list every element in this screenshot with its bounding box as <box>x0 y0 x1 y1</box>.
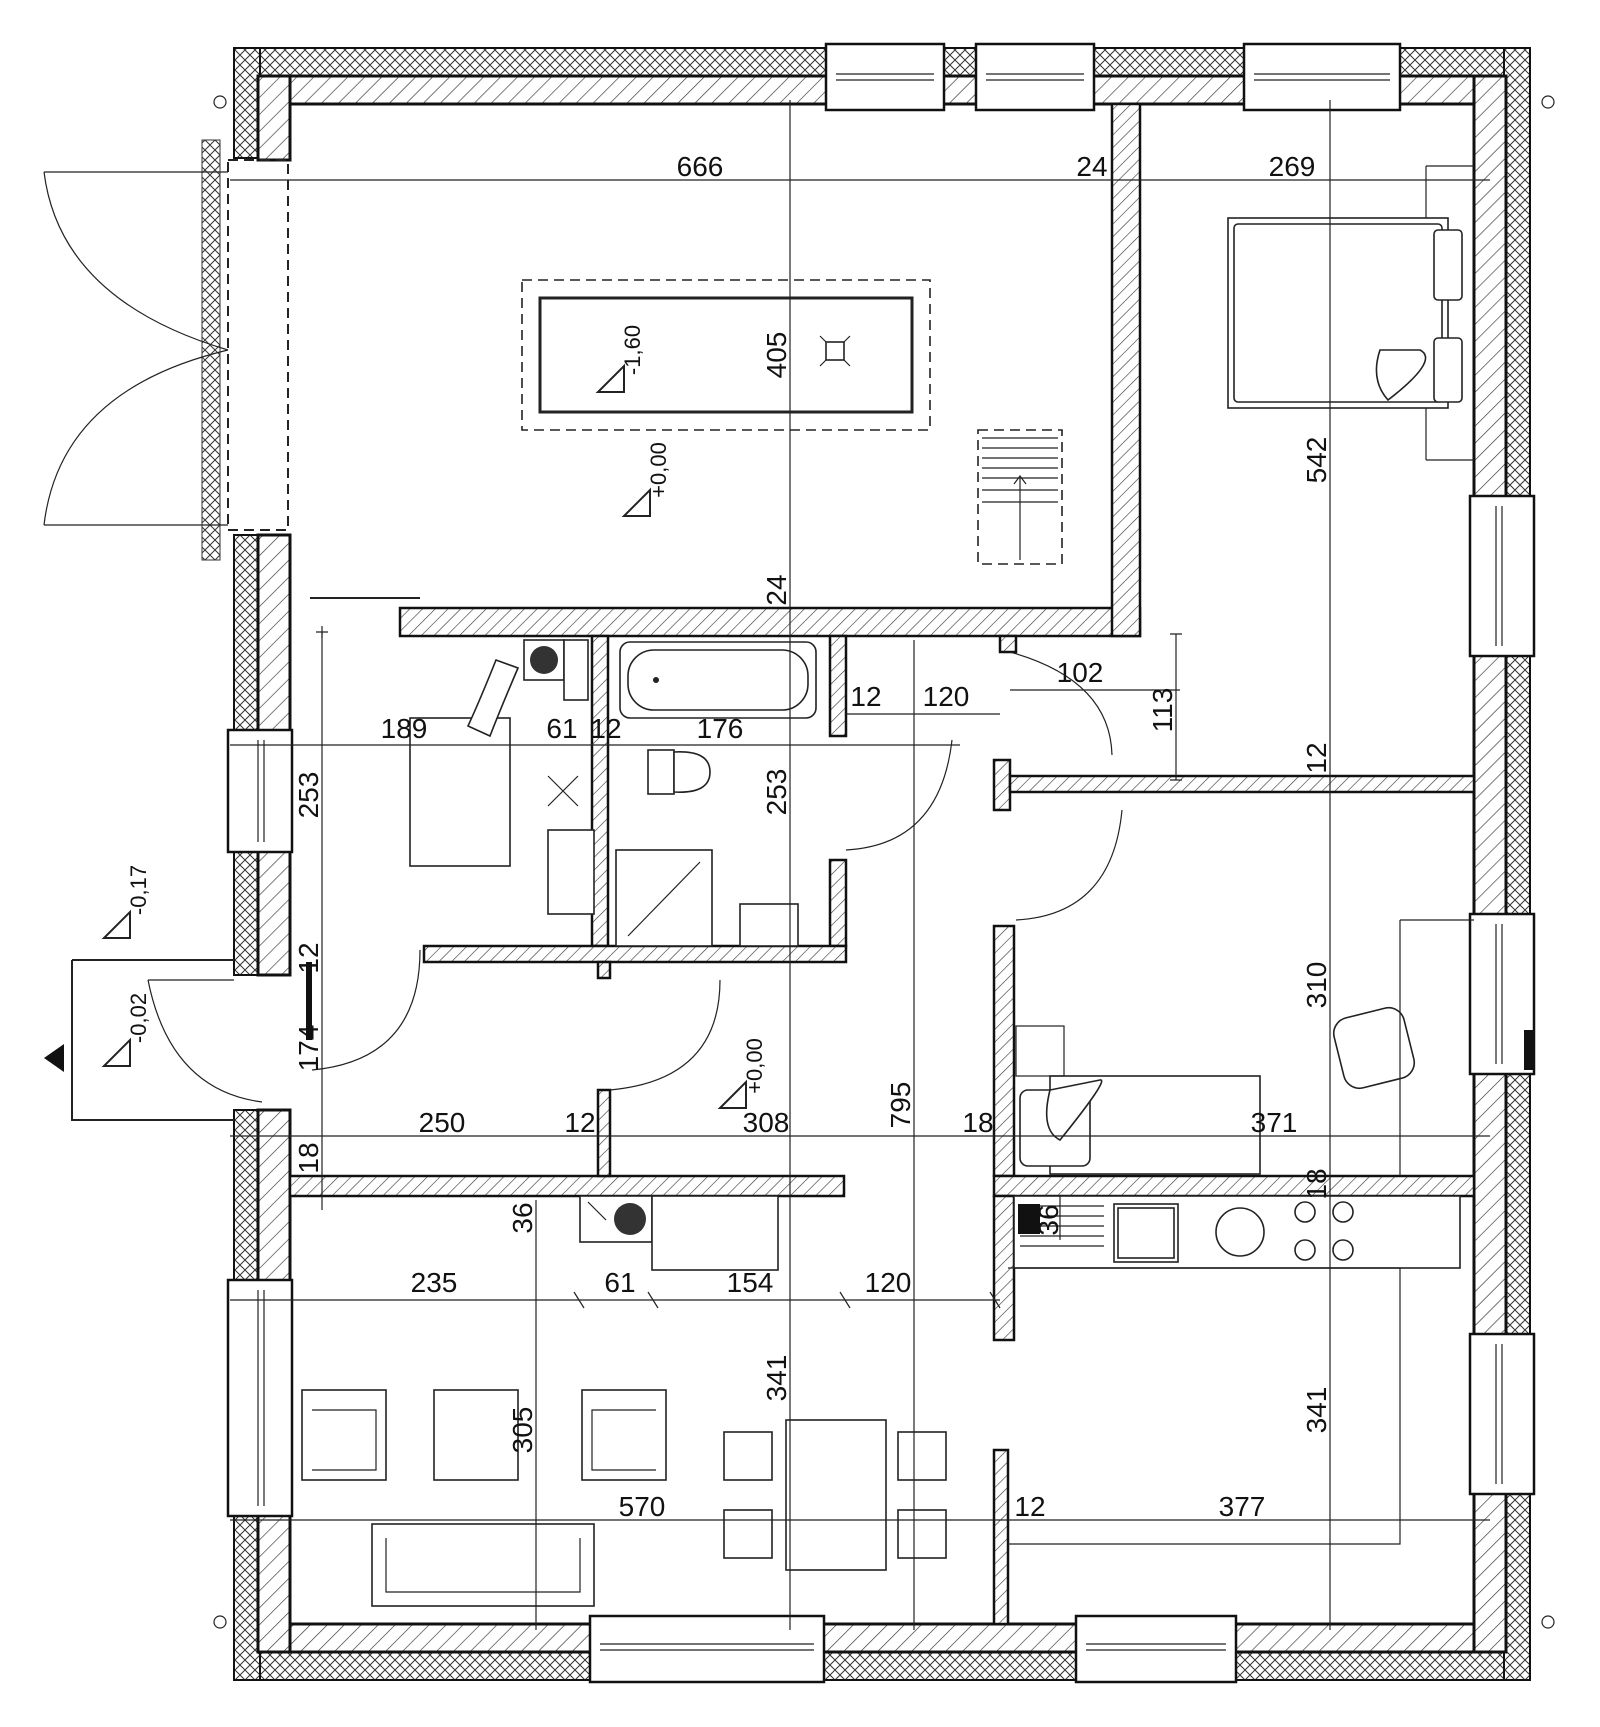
doors <box>44 597 1123 1103</box>
interior-walls <box>71 102 1476 1626</box>
level-marker-terrace: -0,17 <box>101 865 151 939</box>
level-marker-garage: +0,00 <box>621 442 671 517</box>
dim-36-living: 36 <box>507 1202 538 1233</box>
level-marker-hall: +0,00 <box>717 1038 767 1109</box>
level-marker-entry: -0,02 <box>101 993 151 1067</box>
garage-pit <box>521 279 1063 565</box>
level-markers: -1,60 +0,00 +0,00 -0,17 -0,02 <box>101 325 767 1109</box>
dim-253-utility: 253 <box>293 772 324 819</box>
dim-102: 102 <box>1057 657 1104 688</box>
dim-18-living: 18 <box>293 1142 324 1173</box>
dim-113: 113 <box>1147 688 1178 733</box>
dim-570: 570 <box>619 1491 666 1522</box>
dim-305: 305 <box>507 1407 538 1454</box>
dim-377: 377 <box>1219 1491 1266 1522</box>
dimension-lines <box>230 100 1490 1630</box>
dim-12-hall: 12 <box>564 1107 595 1138</box>
windows <box>226 42 1536 1684</box>
svg-text:+0,00: +0,00 <box>742 1038 767 1094</box>
dim-253-bath: 253 <box>761 769 792 816</box>
dim-666: 666 <box>677 151 724 182</box>
dimension-labels: 666 24 269 405 542 24 189 61 12 176 12 1… <box>293 151 1332 1522</box>
dim-308: 308 <box>743 1107 790 1138</box>
dim-12-entry: 12 <box>293 942 324 973</box>
dim-24-mid: 24 <box>761 574 792 605</box>
dim-310: 310 <box>1301 962 1332 1009</box>
svg-text:-0,02: -0,02 <box>126 993 151 1043</box>
bedroom-furniture <box>1015 165 1474 1176</box>
dim-341-kitchen: 341 <box>1301 1387 1332 1434</box>
dim-269: 269 <box>1269 151 1316 182</box>
dim-18-kitchen: 18 <box>1301 1168 1332 1199</box>
dim-542: 542 <box>1301 437 1332 484</box>
svg-text:-1,60: -1,60 <box>620 325 645 375</box>
dim-341-living: 341 <box>761 1355 792 1402</box>
dim-24-top: 24 <box>1076 151 1107 182</box>
dim-18-hall: 18 <box>962 1107 993 1138</box>
dim-405: 405 <box>761 332 792 379</box>
dim-120-door: 120 <box>923 681 970 712</box>
level-marker-pit: -1,60 <box>595 325 645 393</box>
svg-text:-0,17: -0,17 <box>126 865 151 915</box>
dim-235: 235 <box>411 1267 458 1298</box>
dim-12-bath-wall: 12 <box>850 681 881 712</box>
dim-371: 371 <box>1251 1107 1298 1138</box>
living-furniture <box>301 1389 947 1607</box>
dim-12-bath: 12 <box>590 713 621 744</box>
dim-189: 189 <box>381 713 428 744</box>
dim-12-bedroom: 12 <box>1301 742 1332 773</box>
dim-12-kitchen: 12 <box>1014 1491 1045 1522</box>
garage-door <box>43 139 289 561</box>
dim-154: 154 <box>727 1267 774 1298</box>
svg-text:+0,00: +0,00 <box>646 442 671 498</box>
dim-120-living: 120 <box>865 1267 912 1298</box>
dim-61-upper: 61 <box>546 713 577 744</box>
dim-250: 250 <box>419 1107 466 1138</box>
dim-174: 174 <box>293 1025 324 1072</box>
kitchen-fixtures <box>1008 1195 1461 1545</box>
dim-61-lower: 61 <box>604 1267 635 1298</box>
dim-176: 176 <box>697 713 744 744</box>
dim-36-kitchen: 36 <box>1033 1204 1064 1235</box>
dim-795: 795 <box>885 1082 916 1129</box>
bathroom-fixtures <box>409 639 817 1271</box>
